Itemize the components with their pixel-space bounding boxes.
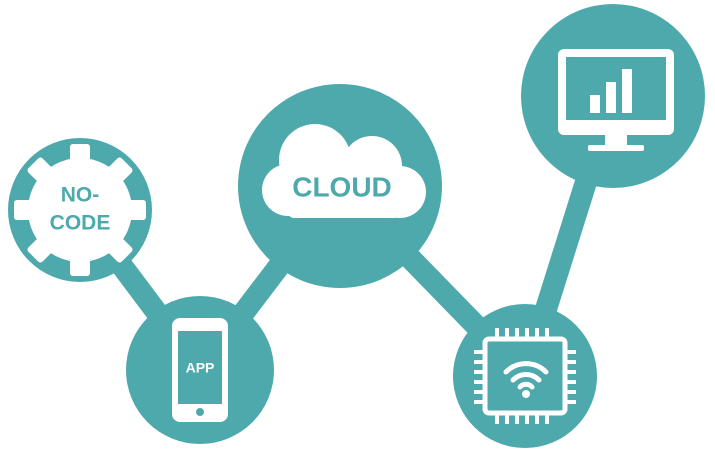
- cloud-node: CLOUD: [238, 84, 442, 288]
- monitor-node: [521, 4, 705, 188]
- cloud-icon: [262, 124, 426, 218]
- wifi-chip-icon: [474, 328, 576, 424]
- nocode-label-line1: NO-: [61, 184, 100, 207]
- cloud-label: CLOUD: [292, 171, 392, 202]
- smartphone-icon: [172, 318, 228, 422]
- chip-node: [453, 304, 597, 448]
- monitor-bar-chart-icon: [558, 49, 674, 151]
- nocode-node: NO- CODE: [8, 138, 152, 282]
- wifi-icon: [503, 361, 549, 390]
- nocode-label-line2: CODE: [50, 212, 111, 235]
- gear-icon: [14, 144, 146, 276]
- bar-chart-icon: [590, 69, 632, 113]
- app-label: APP: [186, 360, 215, 376]
- app-node: APP: [126, 296, 274, 444]
